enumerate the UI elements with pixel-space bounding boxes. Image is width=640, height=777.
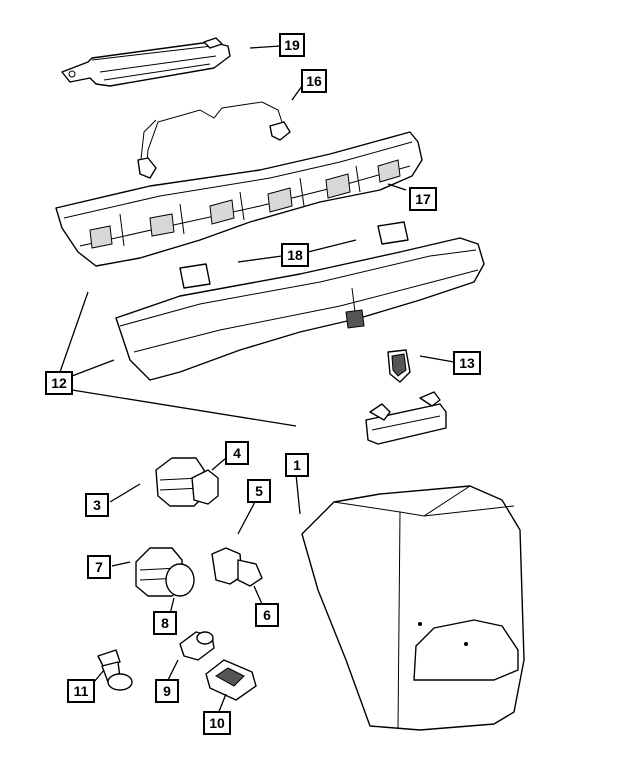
svg-text:9: 9	[163, 683, 171, 699]
socket-with-bulb-upper	[155, 457, 219, 507]
callout-8: 8	[153, 611, 177, 635]
callout-16: 16	[301, 69, 327, 93]
push-in-fastener	[97, 649, 133, 691]
svg-text:10: 10	[209, 715, 225, 731]
adhesive-pads	[179, 221, 409, 289]
svg-text:5: 5	[255, 483, 263, 499]
leader-lines	[59, 45, 455, 715]
callout-5: 5	[247, 479, 271, 503]
callout-11: 11	[67, 679, 95, 703]
license-lamp	[205, 659, 257, 701]
svg-text:8: 8	[161, 615, 169, 631]
svg-text:12: 12	[51, 375, 67, 391]
liftgate-applique	[115, 237, 485, 381]
callout-3: 3	[85, 493, 109, 517]
wiring-harness	[137, 101, 291, 179]
trim-panel-reinforcement	[55, 131, 423, 267]
small-socket	[179, 631, 215, 661]
svg-text:19: 19	[284, 37, 300, 53]
callout-13: 13	[453, 351, 481, 375]
callout-9: 9	[155, 679, 179, 703]
high-mount-stop-lamp	[61, 37, 231, 87]
svg-text:16: 16	[306, 73, 322, 89]
svg-text:11: 11	[74, 683, 89, 699]
callout-12: 12	[45, 371, 73, 395]
socket-with-bulb-lower	[135, 547, 195, 597]
svg-text:3: 3	[93, 497, 101, 513]
svg-text:18: 18	[287, 247, 303, 263]
callout-18: 18	[281, 243, 309, 267]
callout-19: 19	[279, 33, 305, 57]
svg-text:6: 6	[263, 607, 271, 623]
callout-4: 4	[225, 441, 249, 465]
tail-lamp	[301, 485, 525, 731]
svg-text:4: 4	[233, 445, 241, 461]
callout-1: 1	[285, 453, 309, 477]
svg-text:7: 7	[95, 559, 103, 575]
callout-6: 6	[255, 603, 279, 627]
wedge-bulb-socket	[211, 547, 263, 587]
callout-17: 17	[409, 187, 437, 211]
emblem	[387, 349, 411, 383]
svg-text:1: 1	[293, 457, 301, 473]
callout-7: 7	[87, 555, 111, 579]
liftgate-handle	[365, 391, 447, 445]
svg-text:13: 13	[459, 355, 475, 371]
callout-10: 10	[203, 711, 231, 735]
svg-text:17: 17	[415, 191, 431, 207]
